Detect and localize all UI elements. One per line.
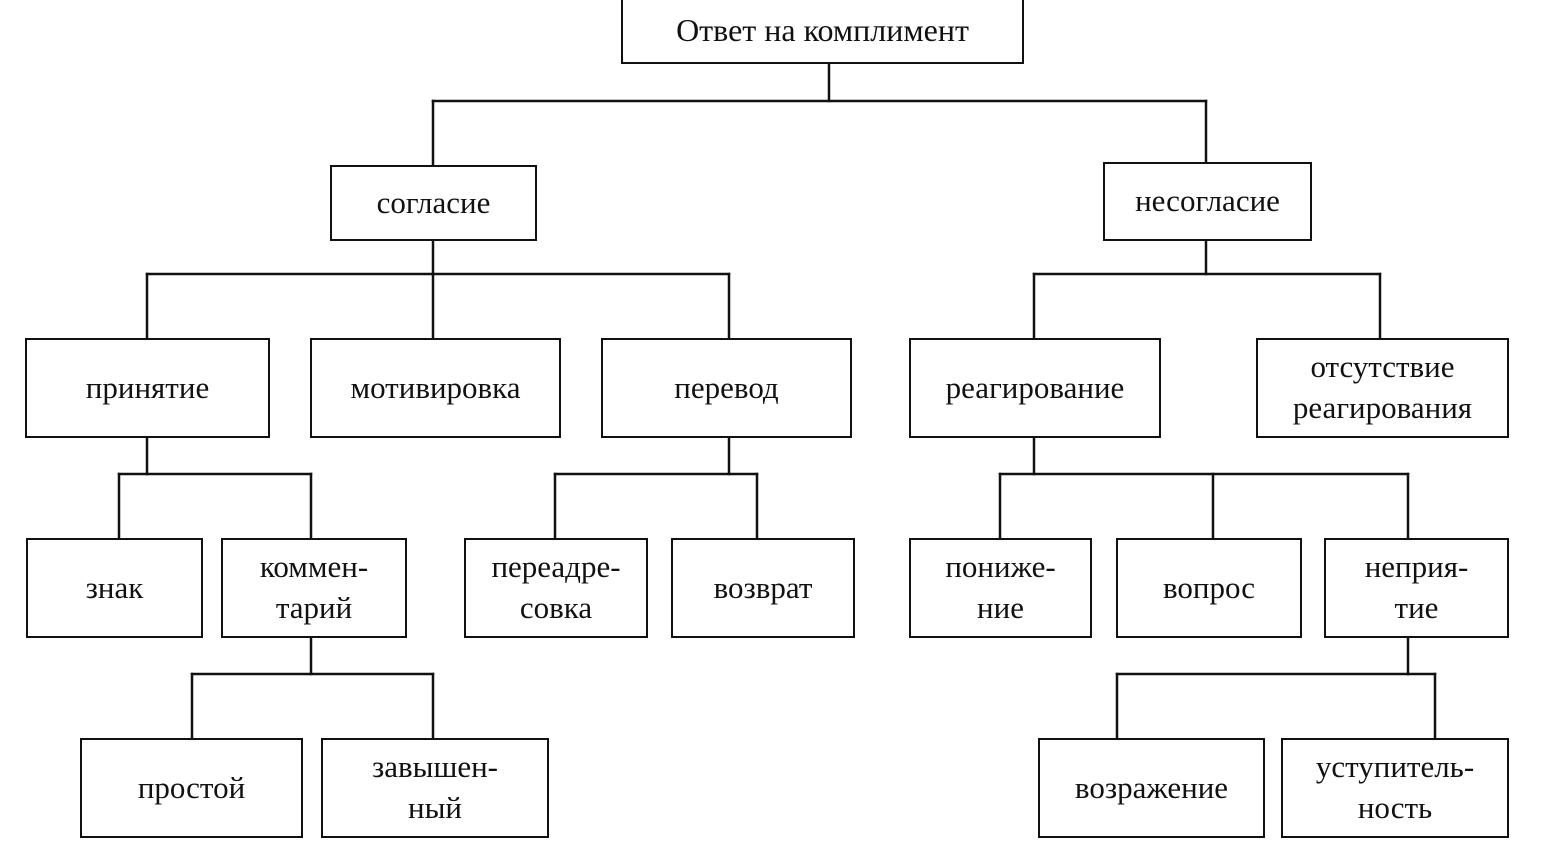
node-label: принятие <box>85 369 210 405</box>
node-label: коммен- тарий <box>259 549 369 625</box>
node-disagreement: несогласие <box>1103 162 1312 241</box>
node-label: Ответ на комплимент <box>676 11 969 48</box>
node-comment: коммен- тарий <box>221 538 407 638</box>
node-no-reaction: отсутствие реагирования <box>1256 338 1509 438</box>
node-label: мотивировка <box>350 369 521 405</box>
node-agreement: согласие <box>330 165 537 241</box>
node-label: возврат <box>713 569 813 605</box>
node-lowering: пониже- ние <box>909 538 1092 638</box>
node-transfer: перевод <box>601 338 852 438</box>
node-elevated: завышен- ный <box>321 738 549 838</box>
node-simple: простой <box>80 738 303 838</box>
node-sign: знак <box>26 538 203 638</box>
node-label: завышен- ный <box>371 749 498 825</box>
node-label: реагирование <box>945 369 1125 405</box>
node-label: согласие <box>376 184 491 220</box>
node-non-acceptance: неприя- тие <box>1324 538 1509 638</box>
node-acceptance: принятие <box>25 338 270 438</box>
node-objection: возражение <box>1038 738 1265 838</box>
node-label: несогласие <box>1135 183 1280 219</box>
node-label: знак <box>85 569 144 605</box>
node-label: перевод <box>674 369 779 405</box>
node-reaction: реагирование <box>909 338 1161 438</box>
node-label: неприя- тие <box>1364 549 1469 625</box>
node-compliment-response: Ответ на комплимент <box>621 0 1024 64</box>
node-label: переадре- совка <box>491 549 621 625</box>
node-return: возврат <box>671 538 855 638</box>
node-readdressing: переадре- совка <box>464 538 648 638</box>
node-label: пониже- ние <box>945 549 1056 625</box>
node-label: отсутствие реагирования <box>1292 349 1473 425</box>
node-label: уступитель- ность <box>1315 749 1475 825</box>
node-label: возражение <box>1074 769 1229 805</box>
node-label: вопрос <box>1162 569 1256 605</box>
node-concession: уступитель- ность <box>1281 738 1509 838</box>
node-question: вопрос <box>1116 538 1302 638</box>
node-label: простой <box>137 769 246 805</box>
node-motivation: мотивировка <box>310 338 561 438</box>
